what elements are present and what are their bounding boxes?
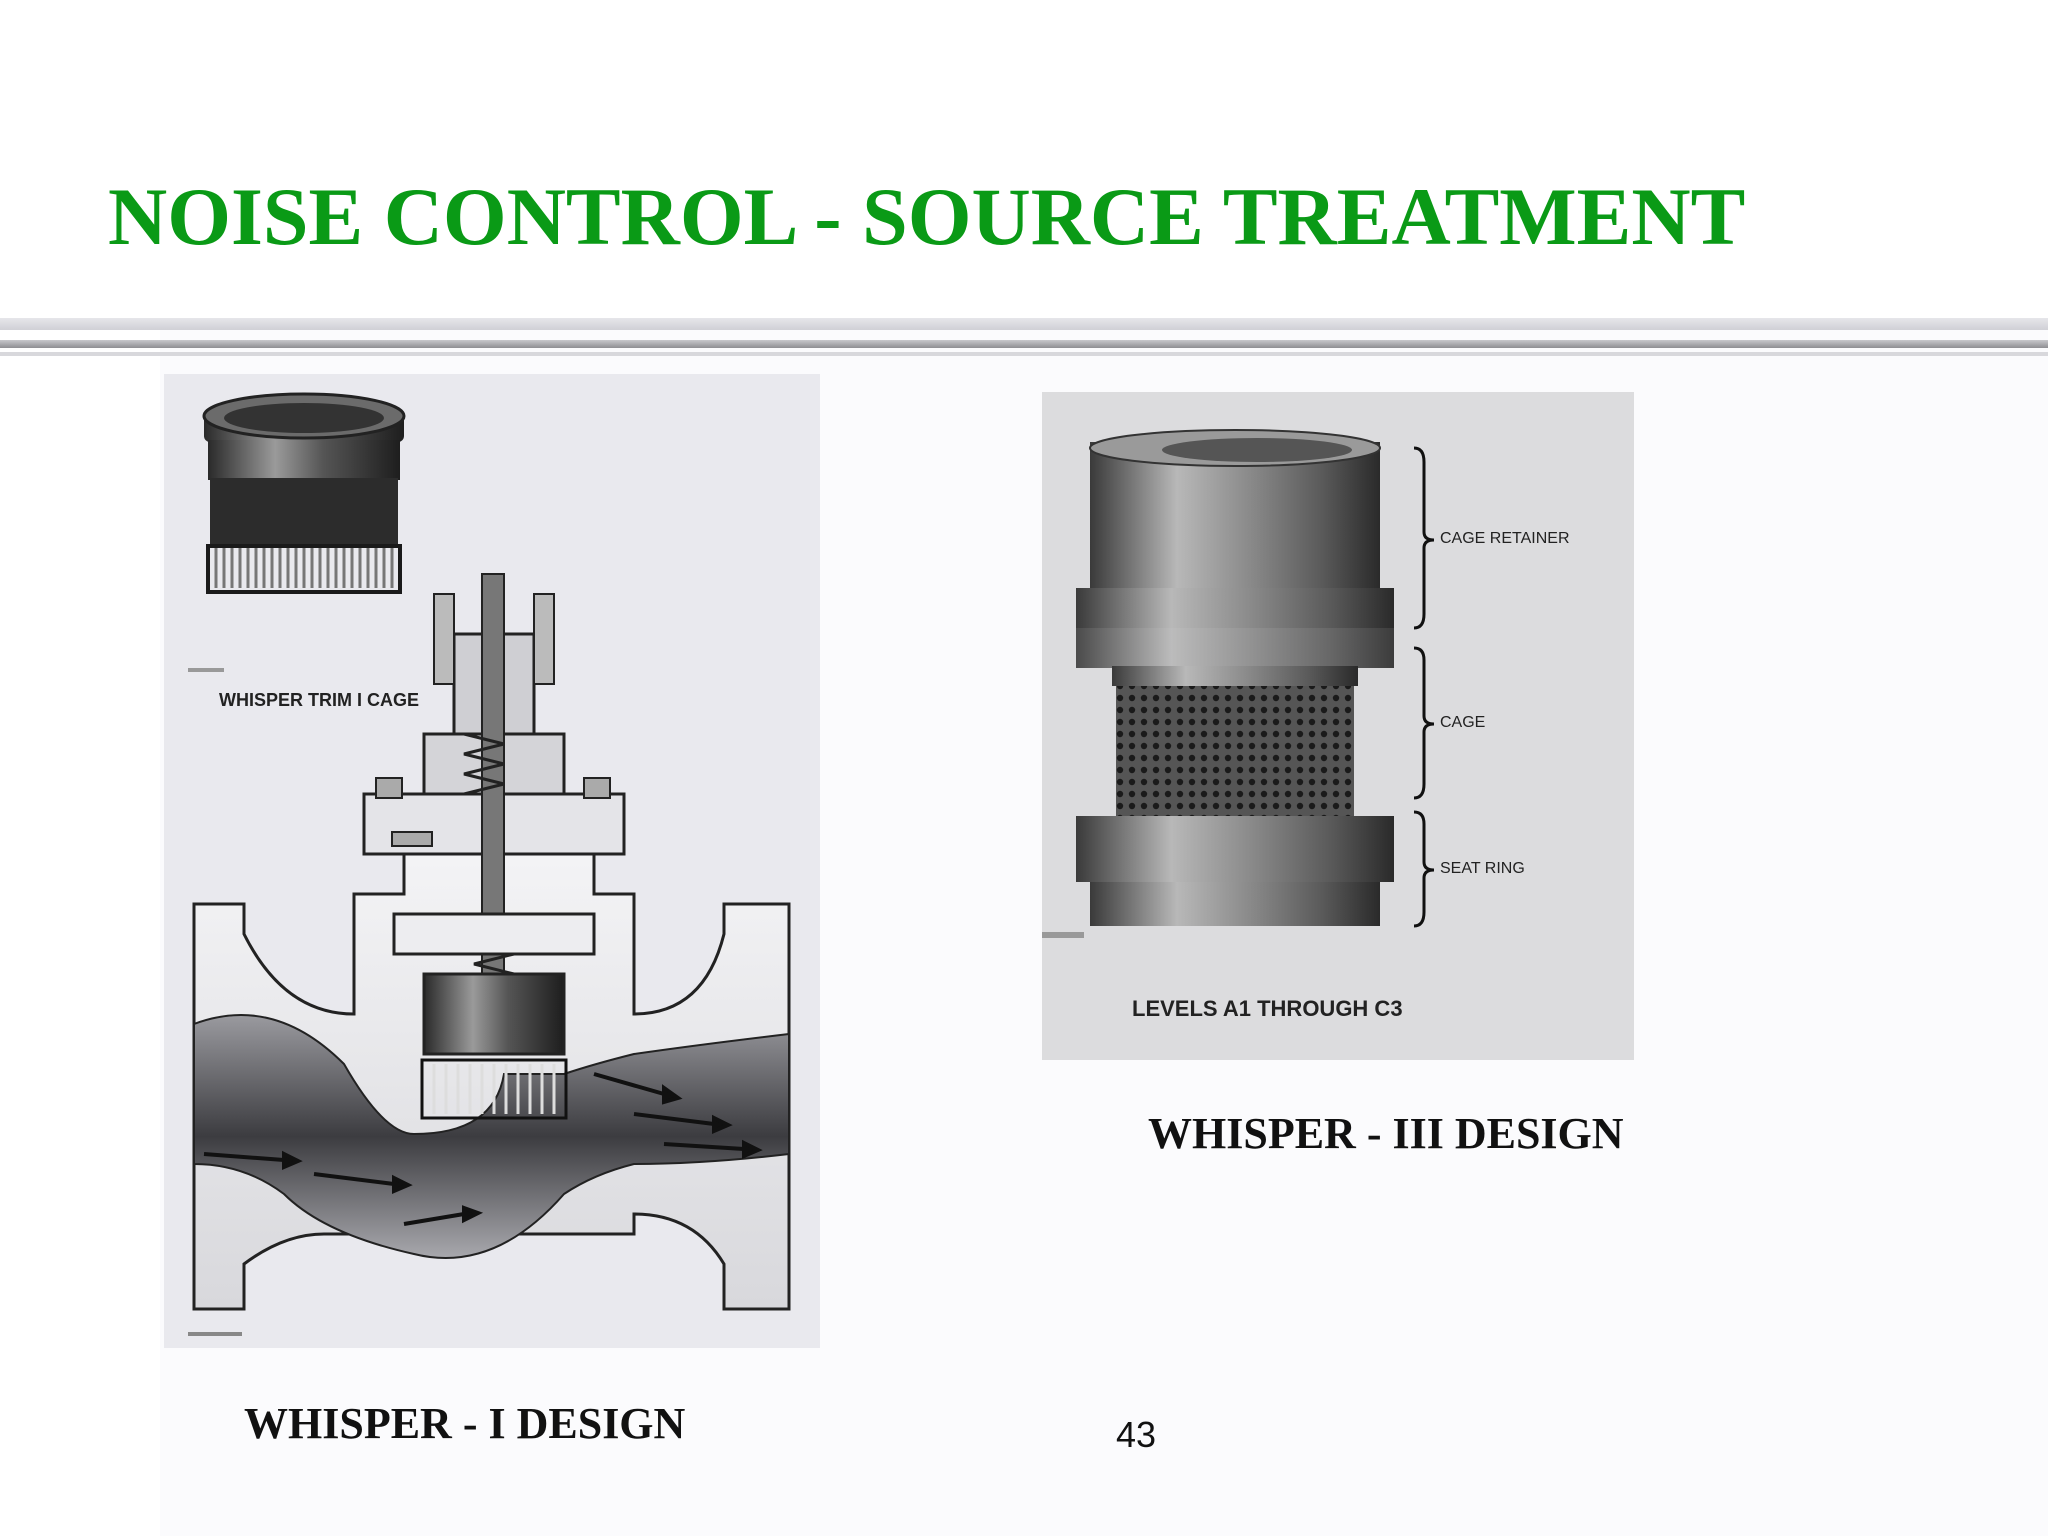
valve-body bbox=[188, 573, 791, 1336]
seat-ring-part bbox=[1076, 816, 1394, 926]
whisper-i-caption: WHISPER - I DESIGN bbox=[244, 1399, 686, 1448]
cage-callout: CAGE bbox=[1440, 714, 1486, 731]
trim-assembly-drawing bbox=[1042, 429, 1435, 938]
title-divider-bottom bbox=[0, 352, 2048, 356]
cage-retainer-part bbox=[1076, 429, 1394, 668]
cage-part bbox=[1112, 666, 1358, 816]
levels-label: LEVELS A1 THROUGH C3 bbox=[1132, 996, 1403, 1021]
whisper-iii-caption: WHISPER - III DESIGN bbox=[1148, 1109, 1624, 1158]
page-number: 43 bbox=[1116, 1414, 1157, 1455]
whisper-i-valve-illustration: WHISPER TRIM I CAGE bbox=[164, 374, 820, 1348]
slide-title: NOISE CONTROL - SOURCE TREATMENT bbox=[108, 171, 1746, 262]
cage-retainer-callout: CAGE RETAINER bbox=[1440, 530, 1570, 547]
valve-cutaway-drawing bbox=[188, 392, 791, 1336]
title-divider-middle bbox=[0, 340, 2048, 348]
seat-ring-callout: SEAT RING bbox=[1440, 860, 1525, 877]
whisper-trim-cage-label: WHISPER TRIM I CAGE bbox=[219, 690, 420, 710]
whisper-iii-trim-photo: CAGE RETAINER CAGE SEAT RING LEVELS A1 T… bbox=[1042, 392, 1634, 1060]
title-divider-top bbox=[0, 318, 2048, 330]
whisper-trim-cage-photo bbox=[188, 392, 406, 672]
